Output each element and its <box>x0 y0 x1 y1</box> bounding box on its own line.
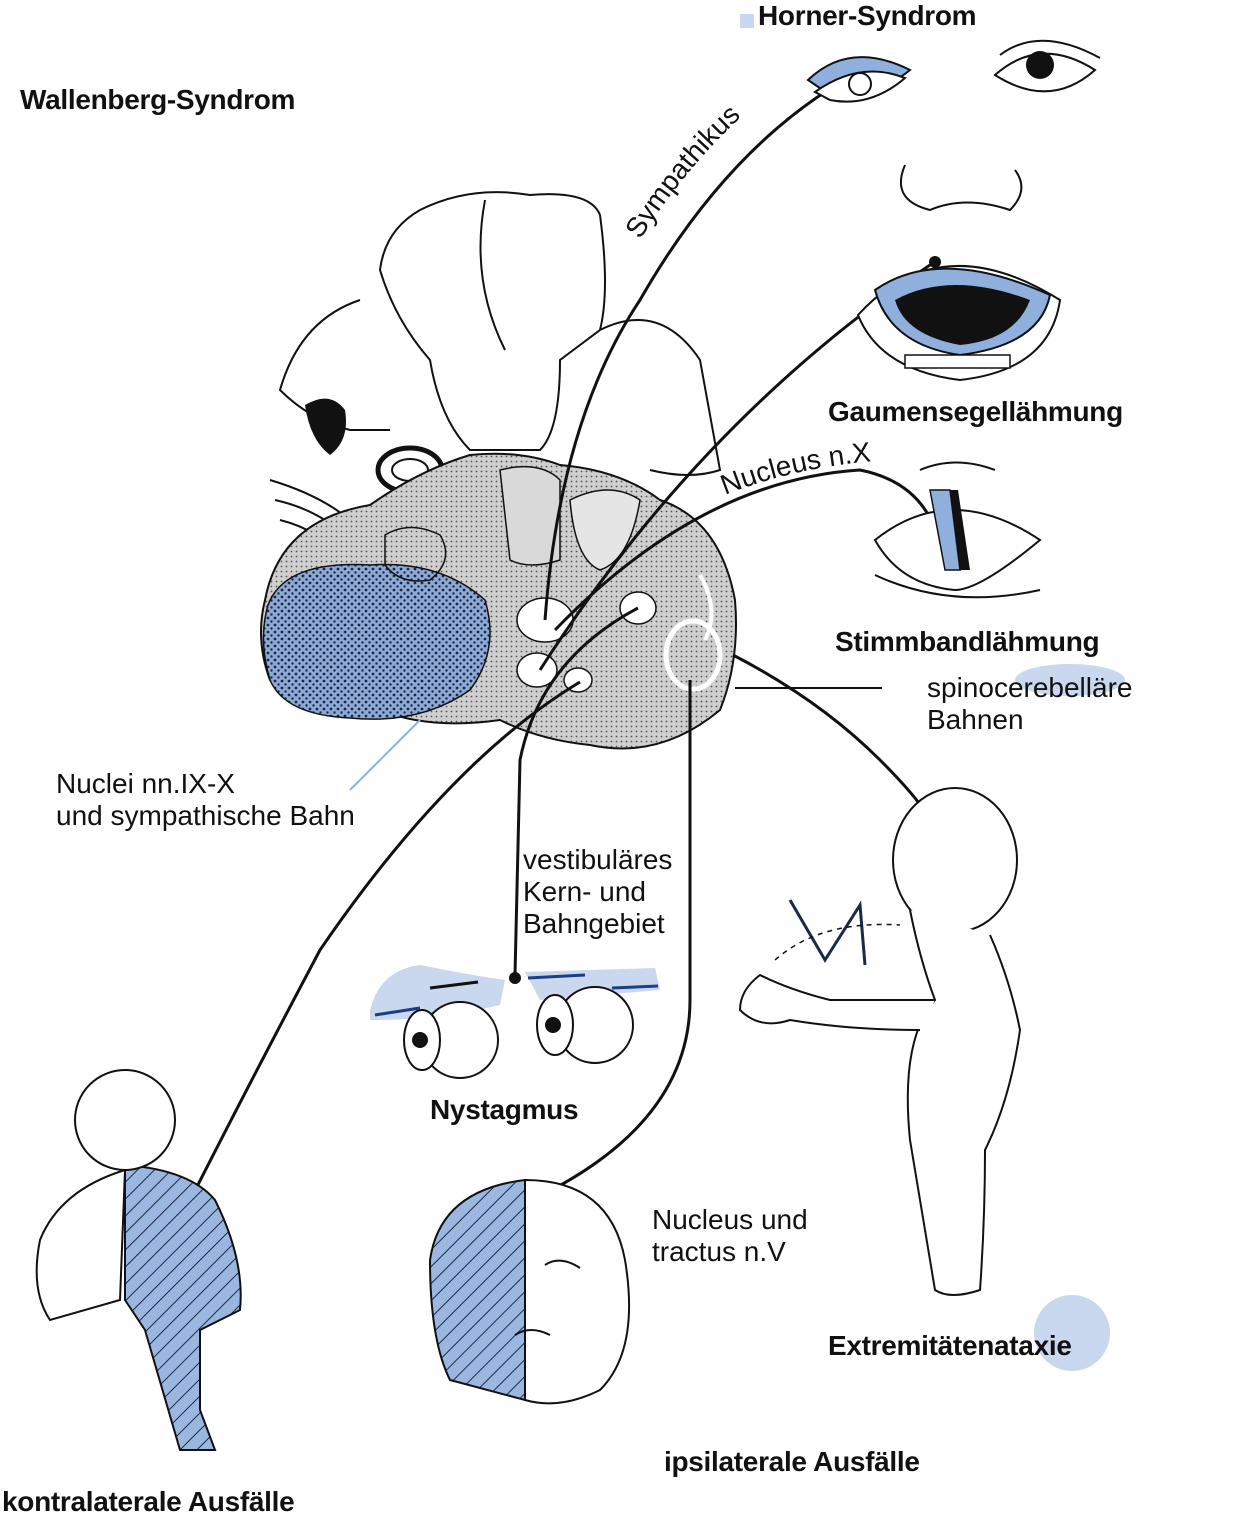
label-nuclei: Nuclei nn.IX-X und sympathische Bahn <box>56 768 355 832</box>
label-nucleus-v-line1: Nucleus und <box>652 1204 808 1235</box>
label-ipsilateral: ipsilaterale Ausfälle <box>664 1446 920 1477</box>
line-sympathikus <box>543 88 829 621</box>
label-nucleus-v-line2: tractus n.V <box>652 1236 786 1268</box>
label-ataxie: Extremitätenataxie <box>828 1330 1072 1361</box>
label-nuclei-line2: und sympathische Bahn <box>56 800 355 832</box>
trigeminal-face <box>428 1178 631 1405</box>
ataxie-highlight <box>1034 1295 1110 1371</box>
child-figure-ataxia <box>738 787 1022 1296</box>
nose-drawing <box>900 164 1023 212</box>
vocal-cords-drawing <box>873 461 1042 599</box>
label-vestibular-line3: Bahngebiet <box>523 908 665 940</box>
label-spinocerebellar-line2: Bahnen <box>927 704 1024 736</box>
label-spinocerebellar: spinocerebelläre Bahnen <box>927 672 1132 736</box>
label-vestibular: vestibuläres Kern- und Bahngebiet <box>523 844 672 941</box>
label-nystagmus: Nystagmus <box>430 1094 579 1125</box>
line-stimmband <box>553 468 932 632</box>
label-vestibular-line1: vestibuläres <box>523 844 673 875</box>
label-horner: Horner-Syndrom <box>758 0 977 31</box>
label-nuclei-line1: Nuclei nn.IX-X <box>56 768 235 799</box>
contralateral-body <box>35 1069 242 1451</box>
line-nystagmus <box>513 606 639 976</box>
label-vestibular-line2: Kern- und <box>523 876 646 908</box>
label-stimmband: Stimmbandlähmung <box>835 626 1100 657</box>
label-kontralateral: kontralaterale Ausfälle <box>2 1486 295 1517</box>
label-nucleus-x: Nucleus n.X <box>716 436 872 500</box>
horner-eyes <box>740 14 1101 103</box>
line-contralateral <box>158 680 581 1261</box>
brainstem-illustration <box>260 191 737 750</box>
label-gaumensegel: Gaumensegellähmung <box>828 396 1123 427</box>
label-sympathikus: Sympathikus <box>619 98 746 243</box>
label-spinocerebellar-line1: spinocerebelläre <box>927 672 1133 703</box>
label-nucleus-v: Nucleus und tractus n.V <box>652 1204 808 1268</box>
line-ataxie <box>732 653 932 821</box>
nystagmus-eyes <box>370 965 660 1079</box>
diagram-title: Wallenberg-Syndrom <box>20 84 296 115</box>
mouth-palate-drawing <box>856 264 1062 382</box>
